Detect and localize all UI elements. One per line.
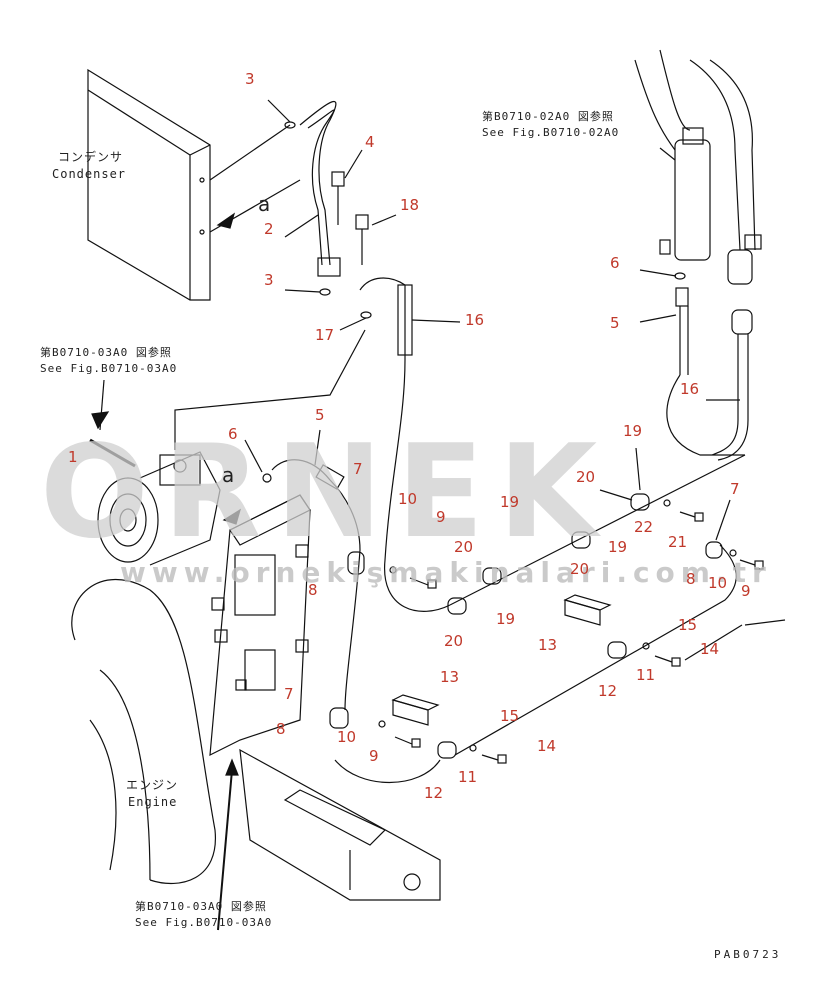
- callout-16: 16: [680, 380, 700, 398]
- callout-10: 10: [398, 490, 418, 508]
- ref-note-2-jp: 第B0710-03A0 図参照: [40, 346, 172, 359]
- condenser-label-jp: コンデンサ: [58, 150, 124, 164]
- callout-19: 19: [500, 493, 520, 511]
- callout-8: 8: [276, 720, 286, 738]
- watermark-url: www.ornekişmakinalari.com.tr: [120, 556, 772, 589]
- view-a-label-1: a: [258, 192, 271, 216]
- callout-19: 19: [623, 422, 643, 440]
- callout-8: 8: [308, 581, 318, 599]
- callout-20: 20: [576, 468, 596, 486]
- pipe-2: [299, 101, 341, 277]
- engine-label-en: Engine: [128, 795, 178, 809]
- ref-note-3-jp: 第B0710-03A0 図参照: [135, 900, 267, 913]
- callout-13: 13: [440, 668, 460, 686]
- callout-15: 15: [678, 616, 698, 634]
- callout-18: 18: [400, 196, 420, 214]
- callout-12: 12: [598, 682, 618, 700]
- condenser-label-en: Condenser: [52, 167, 127, 181]
- condenser-part: [87, 68, 301, 301]
- callout-3: 3: [245, 70, 255, 88]
- callout-12: 12: [424, 784, 444, 802]
- ref-note-3-en: See Fig.B0710-03A0: [135, 916, 273, 929]
- ref-note-1-en: See Fig.B0710-02A0: [482, 126, 620, 139]
- callout-5: 5: [315, 406, 325, 424]
- spacers-13: [391, 594, 612, 726]
- view-a-label-2: a: [222, 463, 235, 487]
- compressor: [89, 438, 221, 566]
- mounting-bracket: [209, 494, 311, 757]
- callout-19: 19: [608, 538, 628, 556]
- callout-21: 21: [668, 533, 688, 551]
- pipe-5-left: [271, 459, 361, 551]
- callout-19: 19: [496, 610, 516, 628]
- callout-20: 20: [444, 632, 464, 650]
- callout-10: 10: [337, 728, 357, 746]
- callout-16: 16: [465, 311, 485, 329]
- callout-9: 9: [436, 508, 446, 526]
- callout-3: 3: [264, 271, 274, 289]
- callout-1: 1: [68, 448, 78, 466]
- callout-22: 22: [634, 518, 654, 536]
- callout-17: 17: [315, 326, 335, 344]
- callout-2: 2: [264, 220, 274, 238]
- clamps: [329, 493, 723, 759]
- bolts-lower: [378, 499, 764, 764]
- callout-8: 8: [686, 570, 696, 588]
- watermark-brand: ORNEK: [40, 418, 612, 567]
- pipe-5-right: [675, 287, 689, 375]
- callout-5: 5: [610, 314, 620, 332]
- callout-7: 7: [353, 460, 363, 478]
- callout-6: 6: [610, 254, 620, 272]
- receiver-drier: [634, 49, 762, 285]
- drawing-code: PAB0723: [714, 948, 782, 961]
- callout-4: 4: [365, 133, 375, 151]
- callout-9: 9: [369, 747, 379, 765]
- callout-13: 13: [538, 636, 558, 654]
- ref-note-1-jp: 第B0710-02A0 図参照: [482, 110, 614, 123]
- callout-11: 11: [636, 666, 656, 684]
- hose-16-right: [666, 309, 753, 461]
- callout-15: 15: [500, 707, 520, 725]
- callout-11: 11: [458, 768, 478, 786]
- callout-9: 9: [741, 582, 751, 600]
- bolt-18: [355, 214, 369, 265]
- callout-20: 20: [570, 560, 590, 578]
- engine-label-jp: エンジン: [126, 778, 179, 792]
- callout-20: 20: [454, 538, 474, 556]
- callout-6: 6: [228, 425, 238, 443]
- bolt-4: [331, 171, 345, 225]
- ref-note-2-en: See Fig.B0710-03A0: [40, 362, 178, 375]
- callout-7: 7: [730, 480, 740, 498]
- callout-14: 14: [700, 640, 720, 658]
- callout-7: 7: [284, 685, 294, 703]
- callout-10: 10: [708, 574, 728, 592]
- engine-outline: [71, 578, 441, 901]
- callout-14: 14: [537, 737, 557, 755]
